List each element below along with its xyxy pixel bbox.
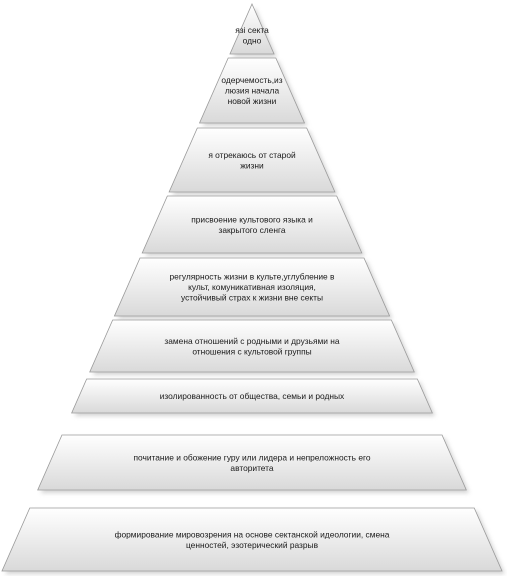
tier-label-line: устойчивый страх к жизни вне секты (181, 293, 323, 303)
tier-label-line: регулярность жизни в культе,углубление в (170, 272, 336, 282)
tier-shape (89, 319, 415, 373)
pyramid-tier-5: регулярность жизни в культе,углубление в… (113, 257, 393, 319)
tier-label-line: формирование мировозрения на основе сект… (115, 529, 390, 539)
tier-shape (71, 378, 433, 414)
tier-shape (1, 507, 503, 572)
tier-label-line: язі секта (235, 25, 269, 35)
tier-label-line: замена отношений с родными и друзьями на (164, 336, 340, 346)
tier-label-line: я отрекаюсь от старой (208, 150, 296, 160)
tier-label-line: культ, комуникативная изоляция, (188, 282, 316, 292)
pyramid-tier-7: изолированность от общества, семьи и род… (71, 378, 436, 416)
tier-label-line: одерчемость,из (221, 75, 282, 85)
tier-label-line: присвоение культового языка и (191, 214, 313, 224)
tier-label-line: люзия начала (225, 86, 280, 96)
tier-shape (229, 3, 275, 55)
tier-label-line: изолированность от общества, семьи и род… (160, 391, 345, 401)
tier-label-line: авторитета (230, 463, 274, 473)
pyramid-tier-6: замена отношений с родными и друзьями на… (89, 319, 418, 375)
tier-label-line: ценностей, эзотерический разрыв (186, 540, 319, 550)
tier-label-line: новой жизни (228, 96, 277, 106)
tier-label-line: одно (243, 35, 262, 45)
tier-label-line: жизни (240, 160, 264, 170)
pyramid-tier-8: почитание и обожение гуру или лидера и н… (37, 434, 470, 493)
tier-label-line: почитание и обожение гуру или лидера и н… (133, 452, 370, 462)
tier-shape (141, 195, 363, 254)
tier-label-line: закрытого сленга (219, 225, 286, 235)
tier-shape (198, 57, 306, 124)
pyramid-tier-9: формирование мировозрения на основе сект… (1, 507, 505, 574)
tier-shape (37, 434, 467, 491)
tier-shape (168, 127, 336, 193)
tier-label-line: отношения с культовой группы (192, 346, 311, 356)
tier-shape (113, 257, 391, 317)
